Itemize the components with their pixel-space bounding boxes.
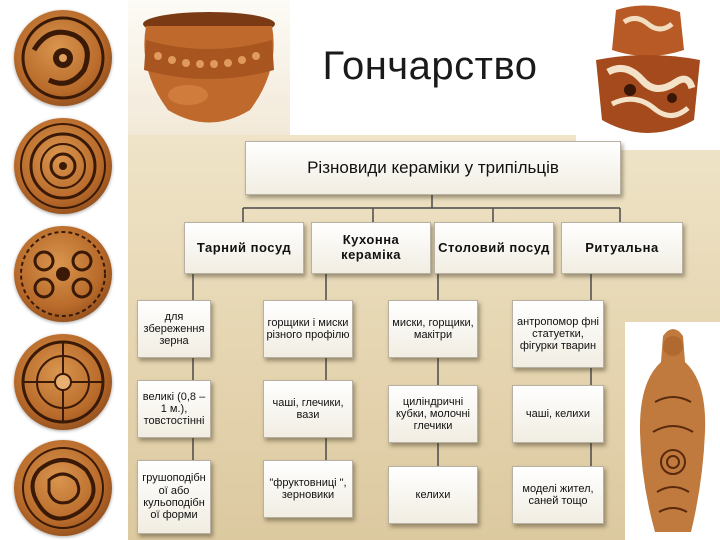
- ornamented-plate-image: [14, 334, 112, 430]
- ornamented-plate-image: [14, 440, 112, 536]
- item-stolovyi-3: келихи: [388, 466, 478, 524]
- category-rytualna: Ритуальна: [561, 222, 683, 274]
- category-stolovyi: Столовий посуд: [434, 222, 554, 274]
- item-rytualna-2: чаші, келихи: [512, 385, 604, 443]
- item-kukhonna-3: "фруктовниці ", зерновики: [263, 460, 353, 518]
- item-stolovyi-2: циліндричні кубки, молочні глечики: [388, 385, 478, 443]
- item-tarnyi-3: грушоподібн ої або кульоподібн ої форми: [137, 460, 211, 534]
- root-node: Різновиди кераміки у трипільців: [245, 141, 621, 195]
- item-rytualna-3: моделі жител, саней тощо: [512, 466, 604, 524]
- page-title: Гончарство: [322, 44, 538, 88]
- ornamented-plate-image: [14, 10, 112, 106]
- item-rytualna-1: антропомор фні статуетки, фігурки тварин: [512, 300, 604, 368]
- item-tarnyi-2: великі (0,8 – 1 м.), товстостінні: [137, 380, 211, 438]
- item-stolovyi-1: миски, горщики, макітри: [388, 300, 478, 358]
- item-tarnyi-1: для збереження зерна: [137, 300, 211, 358]
- category-kukhonna: Кухонна кераміка: [311, 222, 431, 274]
- item-kukhonna-2: чаші, глечики, вази: [263, 380, 353, 438]
- category-tarnyi: Тарний посуд: [184, 222, 304, 274]
- painted-ritual-vessel-image: [576, 0, 720, 150]
- ornamented-plate-image: [14, 118, 112, 214]
- clay-figurine-image: [625, 322, 720, 540]
- textured-clay-pot-image: [128, 0, 290, 135]
- ornamented-plate-image: [14, 226, 112, 322]
- item-kukhonna-1: горщики і миски різного профілю: [263, 300, 353, 358]
